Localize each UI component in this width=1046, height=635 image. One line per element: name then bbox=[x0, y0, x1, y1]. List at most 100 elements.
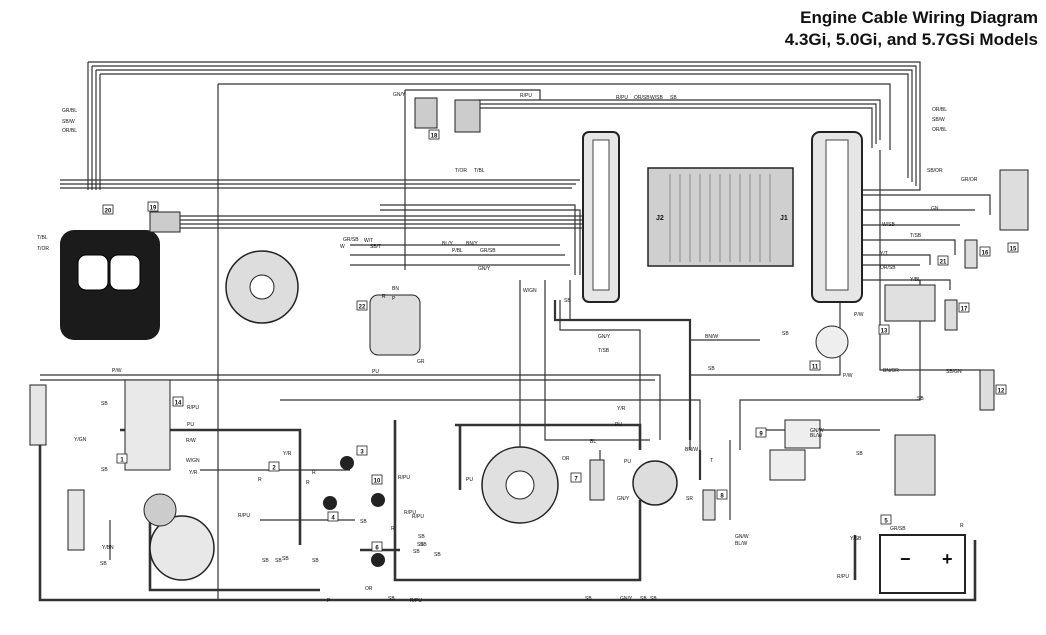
wire-label: W/GN bbox=[186, 458, 200, 464]
wire-label: SB bbox=[388, 596, 395, 602]
wire-label: W/T bbox=[364, 238, 373, 244]
callout-17: 17 bbox=[961, 307, 968, 313]
callout-box-11 bbox=[809, 360, 821, 371]
wire-label: SB bbox=[360, 519, 367, 525]
wire-label: SB/W bbox=[932, 117, 945, 123]
main-harness-connector bbox=[632, 460, 678, 506]
wire-label: T/SB bbox=[910, 233, 922, 239]
wire-label: GN/W bbox=[735, 534, 749, 540]
ecm-j2-label: J2 bbox=[656, 215, 664, 222]
wire-label: SB bbox=[100, 561, 107, 567]
wire-label: GN/Y bbox=[617, 496, 630, 502]
wire-label: R bbox=[391, 526, 395, 532]
map-sensor bbox=[999, 169, 1029, 231]
callout-box-3 bbox=[356, 445, 368, 456]
wire-label: BL/W bbox=[810, 433, 823, 439]
callout-5: 5 bbox=[884, 519, 888, 525]
wire-label: OR/SB bbox=[880, 265, 896, 271]
wire-label: R/W bbox=[186, 438, 196, 444]
wire-label: T/OR bbox=[455, 168, 467, 174]
callout-box-18 bbox=[428, 129, 440, 140]
callout-box-22 bbox=[356, 300, 368, 311]
callout-19: 19 bbox=[150, 206, 157, 212]
ecm-unit bbox=[647, 167, 794, 267]
wire-label: W/SB bbox=[882, 222, 895, 228]
wire-label: SB bbox=[670, 95, 677, 101]
wire-label: Y/BN bbox=[102, 545, 114, 551]
wire-label: SB bbox=[413, 549, 420, 555]
wire-label: P bbox=[327, 598, 331, 604]
wire-label: SB/OR bbox=[927, 168, 943, 174]
callout-box-15 bbox=[1007, 242, 1019, 253]
components: J2 J1 bbox=[29, 97, 1029, 594]
wire-label: P/W bbox=[854, 312, 864, 318]
callout-box-8 bbox=[716, 489, 728, 500]
wire-label: T/OR bbox=[37, 246, 49, 252]
wire-label: R/PU bbox=[412, 514, 424, 520]
callout-2: 2 bbox=[272, 466, 276, 472]
wire-label: SB bbox=[434, 552, 441, 558]
callout-7: 7 bbox=[574, 477, 578, 483]
wire-label: T bbox=[710, 458, 713, 464]
callout-1: 1 bbox=[120, 458, 124, 464]
callout-15: 15 bbox=[1010, 247, 1017, 253]
wire-label: SB bbox=[417, 542, 424, 548]
wire-label: SB bbox=[101, 401, 108, 407]
callout-box-16 bbox=[979, 246, 991, 257]
callout-14: 14 bbox=[175, 401, 182, 407]
wire-label: OR bbox=[365, 586, 373, 592]
wire-label: GR/SB bbox=[890, 526, 906, 532]
wire-label: OR bbox=[562, 456, 570, 462]
wire-label: R/PU bbox=[404, 510, 416, 516]
wire-label: SB bbox=[420, 542, 427, 548]
wire-label: OR/BL bbox=[62, 128, 77, 134]
wire-label: R bbox=[960, 523, 964, 529]
wire-label: BN/OR bbox=[883, 368, 899, 374]
wire-label: SB bbox=[262, 558, 269, 564]
wire-label: R bbox=[258, 477, 262, 483]
callout-18: 18 bbox=[431, 134, 438, 140]
wire-label: SB bbox=[564, 298, 571, 304]
callout-box-14 bbox=[172, 396, 184, 407]
wire-label: W bbox=[340, 244, 345, 250]
wire-label: PU bbox=[187, 422, 194, 428]
knock-sensor bbox=[815, 325, 849, 359]
wire-label: SB bbox=[585, 596, 592, 602]
wire-label: P/W bbox=[843, 373, 853, 379]
wire-label: Y/BL bbox=[910, 277, 921, 283]
wire-label: T/SB bbox=[598, 348, 610, 354]
callout-16: 16 bbox=[982, 251, 989, 257]
wire-label: T/BL bbox=[37, 235, 48, 241]
callout-box-9 bbox=[755, 427, 767, 438]
wire-label: SB/GN bbox=[946, 369, 962, 375]
wire-label: P/W bbox=[112, 368, 122, 374]
battery-negative: − bbox=[900, 549, 911, 569]
wire-label: GN/W bbox=[810, 428, 824, 434]
wire-label: GN/Y bbox=[478, 266, 491, 272]
callout-6: 6 bbox=[375, 546, 379, 552]
callout-box-6 bbox=[371, 541, 383, 552]
wire-label: SB bbox=[856, 451, 863, 457]
wire-label: SB bbox=[650, 596, 657, 602]
wire-label: GN/Y bbox=[620, 596, 633, 602]
fuel-pump-left bbox=[29, 384, 47, 446]
wire-label: R bbox=[306, 480, 310, 486]
wire-label: PU bbox=[624, 459, 631, 465]
diagram-title: Engine Cable Wiring Diagram bbox=[800, 8, 1038, 27]
wire-label: BL/W bbox=[735, 541, 748, 547]
callout-11: 11 bbox=[812, 365, 819, 371]
wire-label: SB bbox=[282, 556, 289, 562]
wire-label: W/SB bbox=[650, 95, 663, 101]
callout-9: 9 bbox=[759, 432, 763, 438]
wire-label: GR/OR bbox=[961, 177, 978, 183]
wire-label: R/PU bbox=[520, 93, 532, 99]
battery bbox=[879, 534, 966, 594]
wire-harness bbox=[38, 61, 991, 602]
callout-21: 21 bbox=[940, 260, 947, 266]
callout-box-5 bbox=[880, 514, 892, 525]
wire-label: SB bbox=[917, 396, 924, 402]
callout-box-1 bbox=[116, 453, 128, 464]
wire-label: R/PU bbox=[398, 475, 410, 481]
wire-label: W/GN bbox=[523, 288, 537, 294]
